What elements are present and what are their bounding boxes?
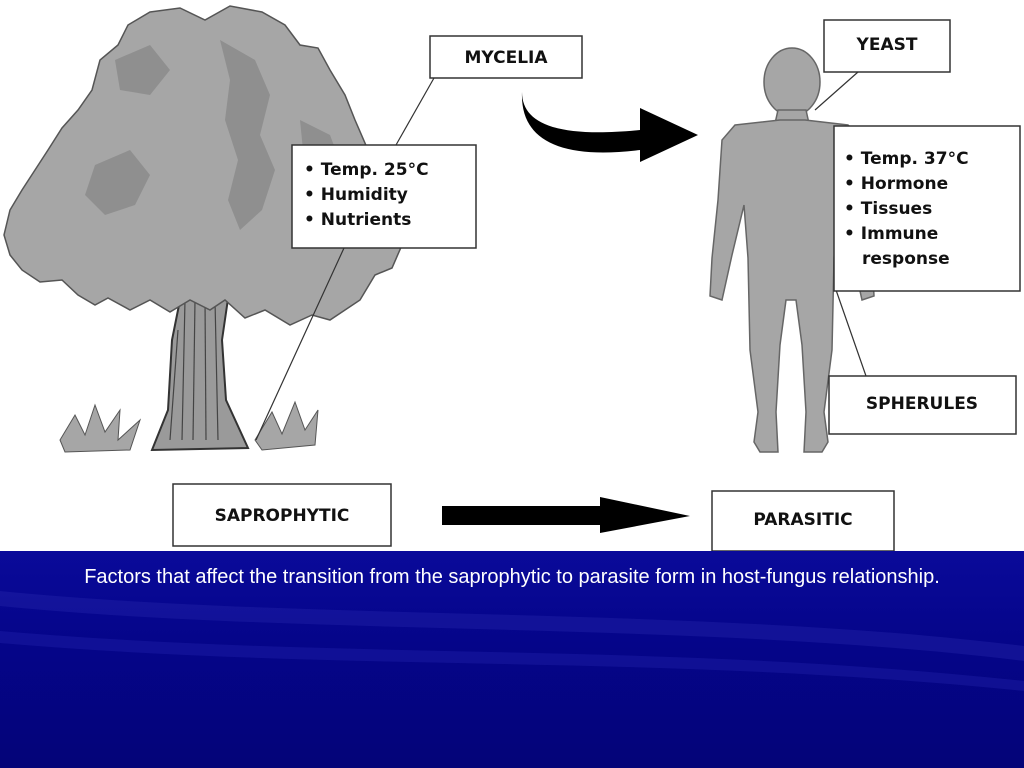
saprophytic-factors-box: • Temp. 25°C • Humidity • Nutrients bbox=[291, 144, 477, 249]
yeast-connector bbox=[814, 71, 859, 111]
parasitic-factor: • Immune bbox=[844, 224, 938, 244]
tree-trunk bbox=[150, 284, 250, 452]
yeast-label: YEAST bbox=[856, 35, 918, 55]
mycelia-box: MYCELIA bbox=[429, 35, 583, 79]
diagram: MYCELIA YEAST • Temp. 25°C • Humidity • … bbox=[3, 5, 1021, 551]
band-swoosh bbox=[0, 591, 1024, 691]
caption-band: Factors that affect the transition from … bbox=[0, 551, 1024, 768]
spherules-box: SPHERULES bbox=[828, 375, 1017, 435]
saprophytic-factor: • Temp. 25°C bbox=[304, 160, 429, 180]
grass-left bbox=[59, 403, 142, 453]
mycelia-connector bbox=[395, 77, 435, 146]
yeast-box: YEAST bbox=[823, 19, 951, 73]
saprophytic-box: SAPROPHYTIC bbox=[172, 483, 392, 547]
canopy-shade bbox=[85, 150, 150, 215]
caption: Factors that affect the transition from … bbox=[84, 566, 940, 588]
saprophytic-factor: • Nutrients bbox=[304, 210, 411, 230]
saprophytic-factor: • Humidity bbox=[304, 185, 408, 205]
parasitic-factor: response bbox=[862, 249, 950, 269]
parasitic-label: PARASITIC bbox=[753, 510, 852, 530]
canopy-shade bbox=[115, 45, 170, 95]
mycelia-label: MYCELIA bbox=[464, 48, 548, 68]
human-figure bbox=[709, 47, 875, 453]
saprophytic-label: SAPROPHYTIC bbox=[215, 506, 350, 526]
mycelia-pointer bbox=[255, 247, 345, 441]
spherules-connector bbox=[835, 289, 867, 377]
parasitic-factors-box: • Temp. 37°C • Hormone • Tissues • Immun… bbox=[833, 125, 1021, 292]
parasitic-factor: • Temp. 37°C bbox=[844, 149, 969, 169]
curved-arrow bbox=[521, 92, 698, 162]
parasitic-factor: • Tissues bbox=[844, 199, 932, 219]
human-head bbox=[763, 47, 821, 117]
parasitic-box: PARASITIC bbox=[711, 490, 895, 551]
grass-right bbox=[254, 400, 319, 451]
canopy-shade bbox=[220, 40, 275, 230]
spherules-label: SPHERULES bbox=[866, 394, 978, 414]
transition-arrow bbox=[442, 497, 690, 533]
parasitic-factor: • Hormone bbox=[844, 174, 948, 194]
